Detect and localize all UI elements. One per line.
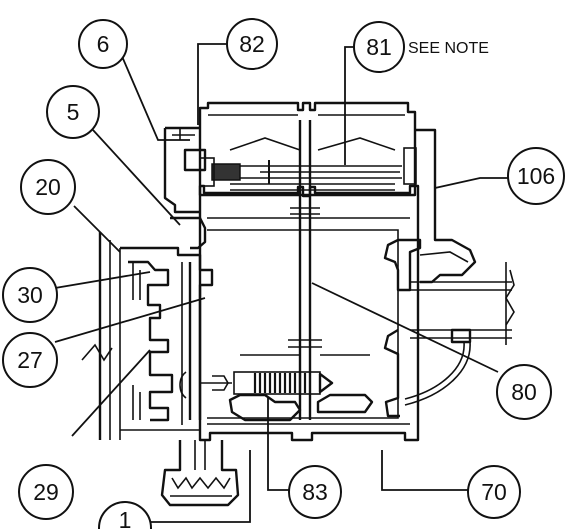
- callout-81: 81: [353, 21, 405, 73]
- callout-6-label: 6: [97, 31, 110, 57]
- callout-82: 82: [226, 18, 278, 70]
- mullion-web-80: [240, 120, 370, 420]
- see-note-text: SEE NOTE: [408, 40, 489, 57]
- callout-70: 70: [467, 465, 521, 519]
- callout-106: 106: [507, 147, 565, 205]
- glazing-bead-106: [415, 128, 477, 284]
- callout-83: 83: [288, 465, 342, 519]
- callout-83-label: 83: [302, 479, 328, 505]
- callout-20: 20: [20, 159, 76, 215]
- callout-1-label: 1: [119, 507, 132, 529]
- callout-81-label: 81: [366, 34, 392, 60]
- upper-sash-profile: [198, 101, 417, 197]
- callout-82-label: 82: [239, 31, 265, 57]
- callout-29: 29: [18, 464, 74, 520]
- callout-70-label: 70: [481, 479, 507, 505]
- callout-27-label: 27: [17, 347, 43, 373]
- callout-5: 5: [46, 85, 100, 139]
- bottom-gasket-1: [160, 440, 240, 507]
- right-glass-receptor: [383, 238, 515, 418]
- leader-lines: [54, 43, 508, 523]
- callout-27: 27: [2, 332, 58, 388]
- callout-5-label: 5: [67, 99, 80, 125]
- callout-30-label: 30: [17, 282, 43, 308]
- callout-80-label: 80: [511, 379, 537, 405]
- callout-20-label: 20: [35, 174, 61, 200]
- callout-1: 1: [98, 501, 152, 529]
- fasteners: [179, 157, 402, 422]
- left-jamb-profiles: [81, 126, 214, 440]
- callout-30: 30: [2, 267, 58, 323]
- callout-106-label: 106: [517, 163, 555, 189]
- callout-6: 6: [78, 19, 128, 69]
- callout-29-label: 29: [33, 479, 59, 505]
- callout-80: 80: [496, 364, 552, 420]
